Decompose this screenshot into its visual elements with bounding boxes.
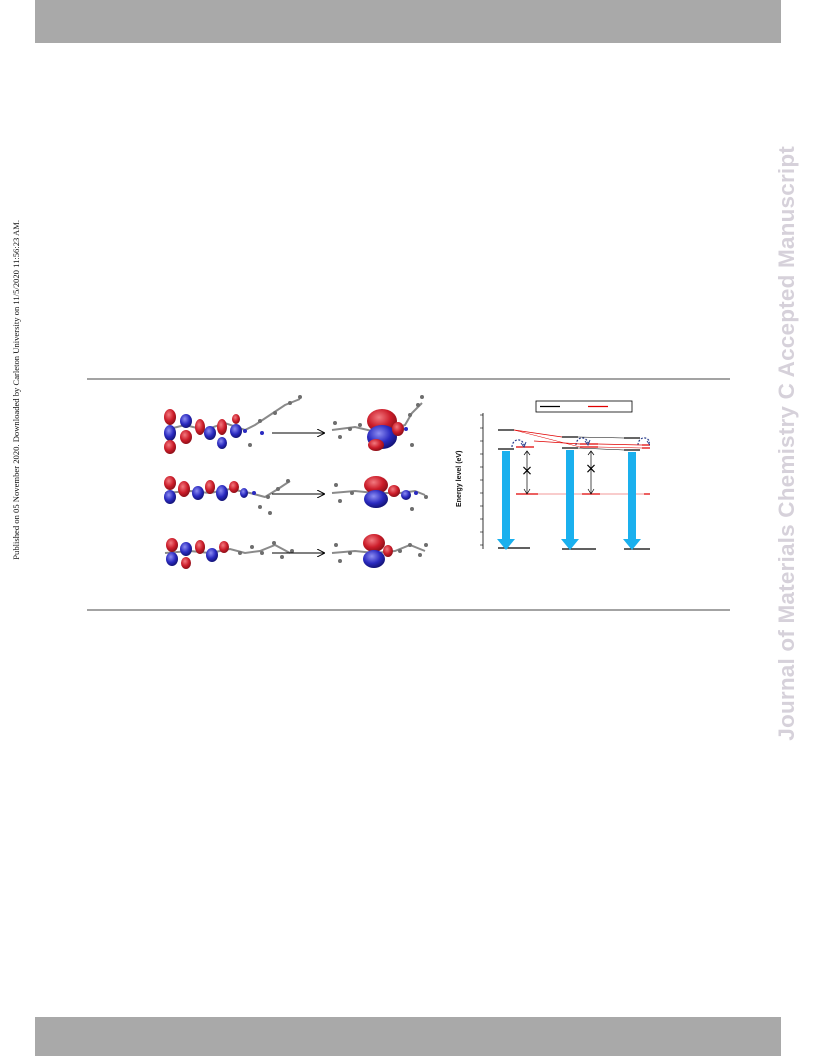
figure-graphic: × ×	[164, 395, 650, 569]
forbidden-mark-2: ×	[585, 461, 597, 477]
compound-2-levels: ×	[561, 436, 644, 550]
accepted-manuscript-watermark: Journal of Materials Chemistry C Accepte…	[774, 146, 799, 741]
header-bar	[35, 0, 781, 43]
lumo-molecule-2	[331, 476, 428, 511]
publication-notice: Published on 05 November 2020. Downloade…	[11, 220, 21, 560]
y-axis-ticks	[480, 414, 483, 546]
lumo-molecule-1	[331, 395, 424, 451]
figure-panel: × ×	[150, 385, 650, 585]
homo-molecule-1	[164, 395, 302, 454]
figure-top-rule	[87, 378, 730, 380]
energy-level-diagram: × ×	[480, 400, 650, 550]
figure-bottom-rule	[87, 609, 730, 611]
forbidden-mark-3: ×	[649, 464, 650, 480]
compound-1-levels: ×	[497, 429, 582, 550]
lumo-molecule-3	[331, 534, 428, 568]
level-connectors	[513, 429, 643, 451]
compound-3-levels: ×	[623, 437, 650, 550]
orbital-row-2	[164, 476, 428, 515]
homo-molecule-2	[164, 476, 291, 515]
forbidden-mark-1: ×	[521, 463, 533, 479]
legend-box	[535, 400, 633, 413]
orbital-row-3	[164, 534, 428, 569]
orbital-row-1	[164, 395, 424, 454]
homo-molecule-3	[164, 538, 294, 569]
energy-axis-label: Energy level (eV)	[456, 450, 463, 507]
footer-bar	[35, 1017, 781, 1056]
